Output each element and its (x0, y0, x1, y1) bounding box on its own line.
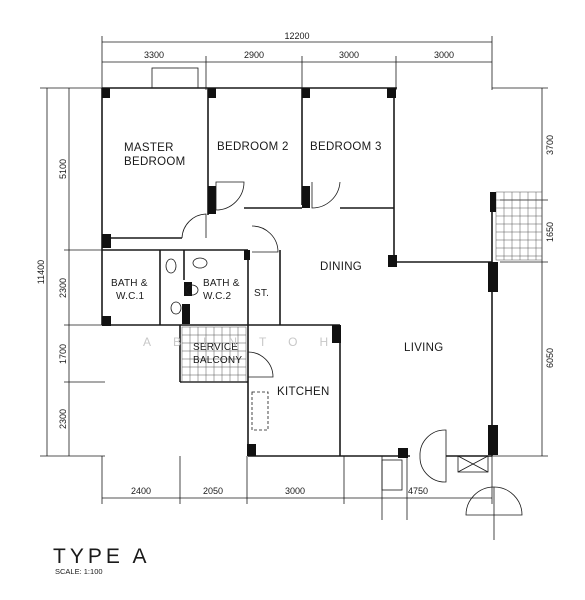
bottom-dimension-2: 2050 (203, 486, 223, 496)
bedroom-3-label: BEDROOM 3 (310, 141, 382, 153)
bath-1-label-line2: W.C.1 (116, 291, 144, 302)
master-bedroom-label-line2: BEDROOM (124, 156, 186, 168)
left-dimensions: 11400 5100 2300 1700 2300 (36, 87, 105, 457)
balcony-grid (490, 191, 543, 261)
top-total-dimension: 12200 (284, 31, 309, 41)
store-label: ST. (254, 288, 269, 299)
top-dimension-3: 3000 (339, 50, 359, 60)
left-total-dimension: 11400 (36, 260, 46, 284)
top-dimension-2: 2900 (244, 50, 264, 60)
left-dimension-2: 2300 (58, 278, 68, 298)
plan-title: TYPE A (53, 545, 151, 568)
dining-label: DINING (320, 261, 362, 273)
right-dimension-1: 3700 (545, 135, 555, 155)
left-dimension-4: 2300 (58, 409, 68, 429)
sanitary-fixtures (165, 257, 269, 431)
bath-2-label-line2: W.C.2 (203, 291, 231, 302)
bottom-dimensions: 2400 2050 3000 4750 (101, 456, 493, 504)
right-dimension-3: 6050 (545, 348, 555, 368)
living-label: LIVING (404, 342, 444, 354)
top-dimension-1: 3300 (144, 50, 164, 60)
top-dimension-4: 3000 (434, 50, 454, 60)
left-dimension-3: 1700 (58, 344, 68, 364)
plan-scale: SCALE: 1:100 (55, 567, 103, 576)
bottom-dimension-4: 4750 (408, 486, 428, 496)
top-dimensions: 12200 3300 2900 3000 3000 (101, 31, 493, 90)
doors (181, 181, 523, 540)
service-balcony-label-line1: SERVICE (193, 342, 238, 353)
left-dimension-1: 5100 (58, 159, 68, 179)
bath-1-label-line1: BATH & (111, 278, 148, 289)
bedroom-2-label: BEDROOM 2 (217, 141, 289, 153)
bottom-dimension-1: 2400 (131, 486, 151, 496)
structural-columns (102, 88, 498, 458)
kitchen-label: KITCHEN (277, 386, 330, 398)
right-dimension-2: 1650 (545, 222, 555, 242)
service-balcony-grid (181, 326, 247, 383)
watermark: ABINTOH (143, 335, 350, 349)
room-labels: MASTER BEDROOM BEDROOM 2 BEDROOM 3 BATH … (111, 141, 444, 398)
right-dimensions: 3700 1650 6050 (492, 87, 555, 457)
bottom-dimension-3: 3000 (285, 486, 305, 496)
walls (101, 67, 493, 520)
service-balcony-label-line2: BALCONY (193, 355, 242, 366)
bath-2-label-line1: BATH & (203, 278, 240, 289)
master-bedroom-label-line1: MASTER (124, 142, 174, 154)
